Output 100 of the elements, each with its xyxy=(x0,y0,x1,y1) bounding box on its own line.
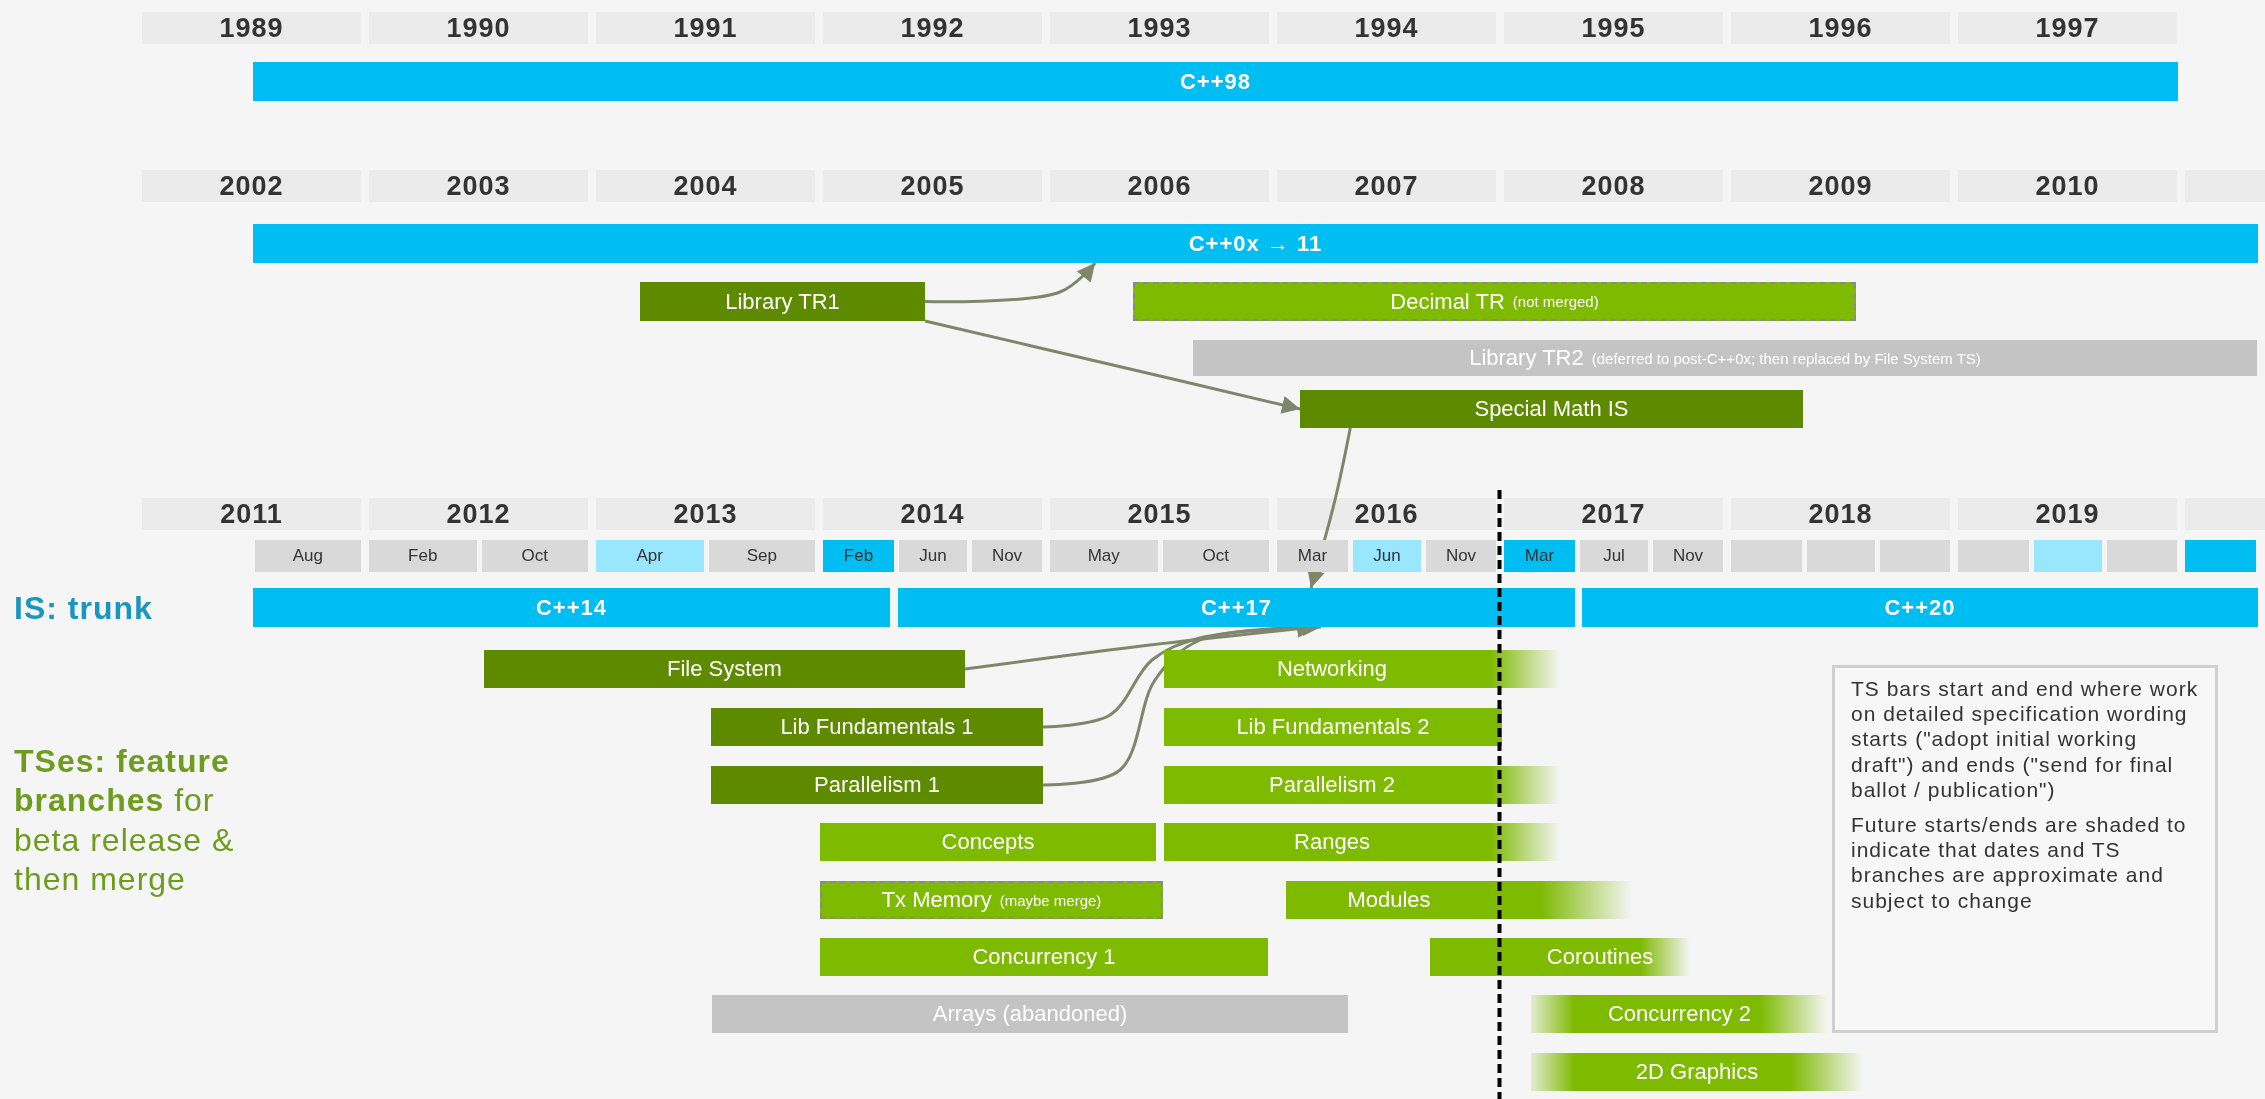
ts-bar xyxy=(1430,938,1690,976)
year-header: 2012 xyxy=(369,498,588,530)
year-header: 2004 xyxy=(596,170,815,202)
year-header: 2005 xyxy=(823,170,1042,202)
month-header: Mar xyxy=(1277,540,1348,572)
bar-label: Networking xyxy=(1276,656,1387,682)
bar-label: C++17 xyxy=(1200,594,1273,621)
year-header: 2006 xyxy=(1050,170,1269,202)
bar-label: Concurrency 2 xyxy=(1607,1001,1752,1027)
ts-bar xyxy=(1164,823,1560,861)
ts-bar xyxy=(820,938,1268,976)
year-header: 2017 xyxy=(1504,498,1723,530)
bar-label: Ranges xyxy=(1294,829,1370,855)
ts-bar xyxy=(711,766,1043,804)
month-header: Nov xyxy=(1426,540,1496,572)
ts-bar xyxy=(820,881,1163,919)
ts-bar xyxy=(820,823,1156,861)
year-header: 2009 xyxy=(1731,170,1950,202)
year-header: 1991 xyxy=(596,12,815,44)
bar-label: Concepts xyxy=(941,829,1035,855)
year-header: 2011 xyxy=(142,498,361,530)
ts-bar xyxy=(1164,708,1502,746)
standard-bar xyxy=(253,62,2178,101)
month-header: Jun xyxy=(899,540,967,572)
bar-note: (deferred to post-C++0x; then replaced by File System TS) xyxy=(1591,349,1981,367)
month-header: Apr xyxy=(596,540,704,572)
bar-label: C++14 xyxy=(535,594,608,621)
report-bar xyxy=(1193,340,2257,376)
year-header: 2002 xyxy=(142,170,361,202)
bar-label: Parallelism 2 xyxy=(1269,772,1395,798)
bar-label: C++0x → 11 xyxy=(1188,230,1323,257)
month-header: Sep xyxy=(708,540,815,572)
year-header: 1989 xyxy=(142,12,361,44)
bar-note: (maybe merge) xyxy=(999,891,1102,909)
ts-bar xyxy=(484,650,965,688)
year-header: 2003 xyxy=(369,170,588,202)
month-header: Aug xyxy=(254,540,361,572)
year-header: 1996 xyxy=(1731,12,1950,44)
bar-label: Concurrency 1 xyxy=(972,944,1116,970)
year-header: 1997 xyxy=(1958,12,2177,44)
bar-label: Lib Fundamentals 2 xyxy=(1236,714,1430,740)
standard-bar xyxy=(253,224,2258,263)
month-header: Oct xyxy=(481,540,588,572)
month-header: Oct xyxy=(1162,540,1269,572)
arrow xyxy=(924,262,1097,304)
year-header: 2007 xyxy=(1277,170,1496,202)
year-header: 1995 xyxy=(1504,12,1723,44)
bar-label: 2D Graphics xyxy=(1635,1059,1759,1085)
arrow xyxy=(924,319,1301,414)
month-header: Feb xyxy=(823,540,894,572)
year-header: 2010 xyxy=(1958,170,2177,202)
ts-bar xyxy=(1164,650,1560,688)
branches-label: TSes: feature branches for beta release & then merge xyxy=(14,742,236,900)
month-header: Feb xyxy=(369,540,477,572)
note-box xyxy=(1832,665,2218,1033)
bar-label: Lib Fundamentals 1 xyxy=(780,714,974,740)
standard-bar xyxy=(898,588,1575,627)
ts-bar xyxy=(1531,995,1828,1033)
bar-label: Library TR1 xyxy=(725,288,840,315)
year-header: 2013 xyxy=(596,498,815,530)
report-bar xyxy=(1133,282,1856,321)
year-header: 1992 xyxy=(823,12,1042,44)
bar-label: Modules xyxy=(1347,887,1431,913)
bar-label: File System xyxy=(667,656,782,682)
ts-bar xyxy=(1286,881,1632,919)
month-header: Nov xyxy=(972,540,1042,572)
year-header: 2019 xyxy=(1958,498,2177,530)
report-bar xyxy=(1300,390,1803,428)
month-header: Nov xyxy=(1653,540,1723,572)
bar-label: Coroutines xyxy=(1546,944,1654,970)
report-bar xyxy=(640,282,925,321)
bar-label: Arrays (abandoned) xyxy=(932,1001,1128,1027)
month-header: Jun xyxy=(1353,540,1421,572)
month-header: Jul xyxy=(1580,540,1648,572)
bar-label: C++20 xyxy=(1884,594,1956,621)
month-header: Mar xyxy=(1504,540,1575,572)
bar-label: Tx Memory xyxy=(881,887,992,913)
year-header: 2014 xyxy=(823,498,1042,530)
note-text: Future starts/ends are shaded to indicate that dates and TS branches are approximate and subject to change xyxy=(1851,811,2188,913)
ts-bar xyxy=(1531,1053,1863,1091)
bar-label: Special Math IS xyxy=(1474,396,1629,422)
ts-bar xyxy=(711,708,1043,746)
standard-bar xyxy=(1582,588,2258,627)
standard-bar xyxy=(253,588,890,627)
note-text: TS bars start and end where work on detailed specification wording starts ("adopt initial working draft") and ends ("send for final ballot / publication") xyxy=(1851,676,2199,802)
month-header: May xyxy=(1050,540,1158,572)
bar-label: Parallelism 1 xyxy=(814,772,940,798)
year-header: 2016 xyxy=(1277,498,1496,530)
ts-bar xyxy=(712,995,1348,1033)
year-header: 1994 xyxy=(1277,12,1496,44)
bar-label: C++98 xyxy=(1179,68,1252,95)
year-header: 2018 xyxy=(1731,498,1950,530)
ts-bar xyxy=(1164,766,1560,804)
bar-label: Library TR2 xyxy=(1469,345,1584,371)
year-header: 1990 xyxy=(369,12,588,44)
bar-note: (not merged) xyxy=(1512,293,1599,310)
year-header: 1993 xyxy=(1050,12,1269,44)
year-header: 2008 xyxy=(1504,170,1723,202)
year-header: 2015 xyxy=(1050,498,1269,530)
trunk-label: IS: trunk xyxy=(14,590,153,627)
